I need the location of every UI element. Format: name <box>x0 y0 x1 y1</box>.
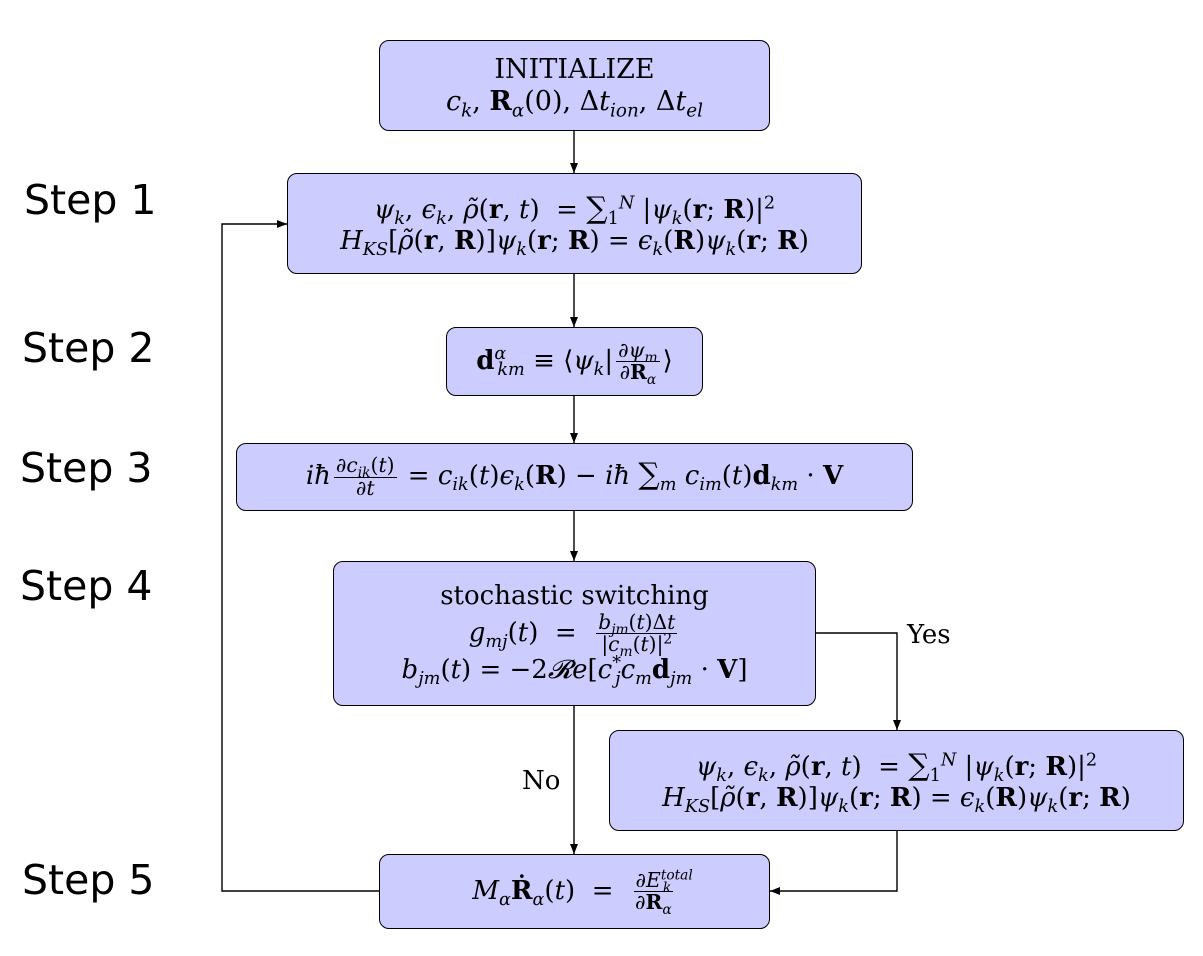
yes-label: Yes <box>907 620 951 650</box>
step1-kohn-sham-box: ψk, ϵk, ρ̃(r, t) = ∑1N |ψk(r; R)|2 HKS[ρ… <box>287 173 862 274</box>
coefficient-evolution-equation: iħ∂cik(t)∂t = cik(t)ϵk(R) − iħ ∑m cim(t)… <box>305 453 844 500</box>
initialize-box: INITIALIZE ck, Rα(0), Δtion, Δtel <box>379 40 770 131</box>
recompute-kohn-sham-equation: HKS[ρ̃(r, R)]ψk(r; R) = ϵk(R)ψk(r; R) <box>662 782 1131 817</box>
arrow-recompute-to-step5 <box>770 831 898 895</box>
recompute-density-equation: ψk, ϵk, ρ̃(r, t) = ∑1N |ψk(r; R)|2 <box>695 747 1098 786</box>
switching-title: stochastic switching <box>440 581 709 612</box>
step-1-label: Step 1 <box>24 176 157 224</box>
step-5-label: Step 5 <box>22 856 155 904</box>
step3-tdks-box: iħ∂cik(t)∂t = cik(t)ϵk(R) − iħ ∑m cim(t)… <box>236 443 913 511</box>
no-label: No <box>522 766 561 796</box>
ionic-motion-equation: MαṘα(t) = ∂Etotalk∂Rα <box>472 866 693 919</box>
flux-equation: bjm(t) = −2𝓡e[c*jcmdjm · V] <box>401 653 748 690</box>
density-equation: ψk, ϵk, ρ̃(r, t) = ∑1N |ψk(r; R)|2 <box>373 190 776 229</box>
initialize-title: INITIALIZE <box>494 53 655 85</box>
step5-ionic-motion-box: MαṘα(t) = ∂Etotalk∂Rα <box>379 854 770 929</box>
nonadiabatic-coupling-equation: dαkm ≡ ⟨ψk|∂ψm∂Rα⟩ <box>476 337 673 389</box>
step4-switching-box: stochastic switching gmj(t) = bjm(t)Δt|c… <box>333 561 816 706</box>
step-2-label: Step 2 <box>22 324 155 372</box>
step-4-label: Step 4 <box>20 562 153 610</box>
initialize-params: ck, Rα(0), Δtion, Δtel <box>445 85 704 121</box>
arrow-loop-back-to-step1 <box>221 220 379 892</box>
step2-coupling-box: dαkm ≡ ⟨ψk|∂ψm∂Rα⟩ <box>446 327 703 396</box>
kohn-sham-equation: HKS[ρ̃(r, R)]ψk(r; R) = ϵk(R)ψk(r; R) <box>340 225 809 260</box>
arrow-yes-to-recompute <box>815 632 901 730</box>
step-3-label: Step 3 <box>20 444 153 492</box>
recompute-kohn-sham-box: ψk, ϵk, ρ̃(r, t) = ∑1N |ψk(r; R)|2 HKS[ρ… <box>609 730 1184 831</box>
hopping-probability-equation: gmj(t) = bjm(t)Δt|cm(t)|2 <box>468 609 678 661</box>
